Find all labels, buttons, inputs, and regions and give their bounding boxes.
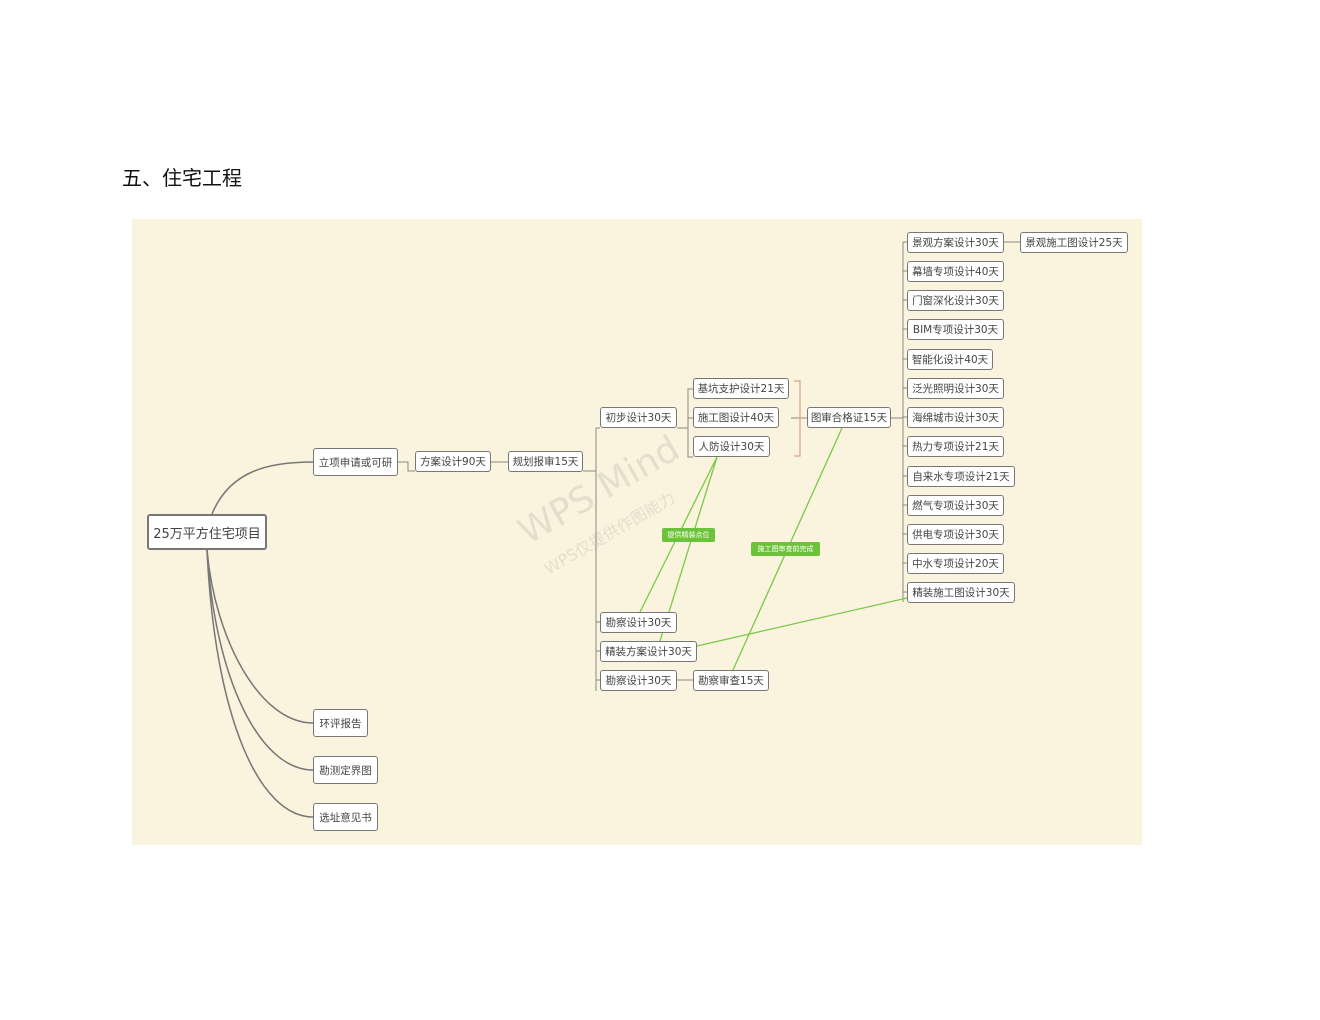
node-right-3[interactable]: BIM专项设计30天 — [907, 319, 1004, 340]
node-kancha2[interactable]: 勘察设计30天 — [600, 670, 677, 691]
node-right-0[interactable]: 景观方案设计30天 — [907, 232, 1004, 253]
node-right-10[interactable]: 供电专项设计30天 — [907, 524, 1004, 545]
node-guihua[interactable]: 规划报审15天 — [508, 451, 583, 472]
node-kanchashencha[interactable]: 勘察审查15天 — [693, 670, 769, 691]
node-right-11[interactable]: 中水专项设计20天 — [907, 553, 1004, 574]
relation-label-shencha[interactable]: 施工图审查前完成 — [751, 542, 820, 556]
node-lixiang[interactable]: 立项申请或可研 — [313, 448, 398, 476]
node-right-1[interactable]: 幕墙专项设计40天 — [907, 261, 1004, 282]
node-xuanzhi[interactable]: 选址意见书 — [313, 803, 378, 831]
node-right-5[interactable]: 泛光照明设计30天 — [907, 378, 1004, 399]
node-shigongtu[interactable]: 施工图设计40天 — [693, 407, 779, 428]
node-right-4[interactable]: 智能化设计40天 — [907, 349, 993, 370]
node-fangan[interactable]: 方案设计90天 — [415, 451, 491, 472]
node-right-9[interactable]: 燃气专项设计30天 — [907, 495, 1004, 516]
node-renfang[interactable]: 人防设计30天 — [693, 436, 770, 457]
node-jikeng[interactable]: 基坑支护设计21天 — [693, 378, 789, 399]
node-huanping[interactable]: 环评报告 — [313, 709, 368, 737]
node-jingguan-sg[interactable]: 景观施工图设计25天 — [1020, 232, 1128, 253]
node-right-2[interactable]: 门窗深化设计30天 — [907, 290, 1004, 311]
node-right-8[interactable]: 自来水专项设计21天 — [907, 466, 1015, 487]
node-kancha1[interactable]: 勘察设计30天 — [600, 612, 677, 633]
node-tushen[interactable]: 图审合格证15天 — [807, 407, 891, 428]
root-node[interactable]: 25万平方住宅项目 — [147, 514, 267, 550]
node-right-7[interactable]: 热力专项设计21天 — [907, 436, 1004, 457]
node-chubu[interactable]: 初步设计30天 — [600, 407, 677, 428]
section-heading: 五、住宅工程 — [122, 166, 242, 190]
node-right-12[interactable]: 精装施工图设计30天 — [907, 582, 1015, 603]
relation-label-jingzhuang-dianwei[interactable]: 提供精装点位 — [662, 528, 715, 542]
node-kance[interactable]: 勘测定界图 — [313, 756, 378, 784]
node-jingzhuang[interactable]: 精装方案设计30天 — [600, 641, 697, 662]
node-right-6[interactable]: 海绵城市设计30天 — [907, 407, 1004, 428]
